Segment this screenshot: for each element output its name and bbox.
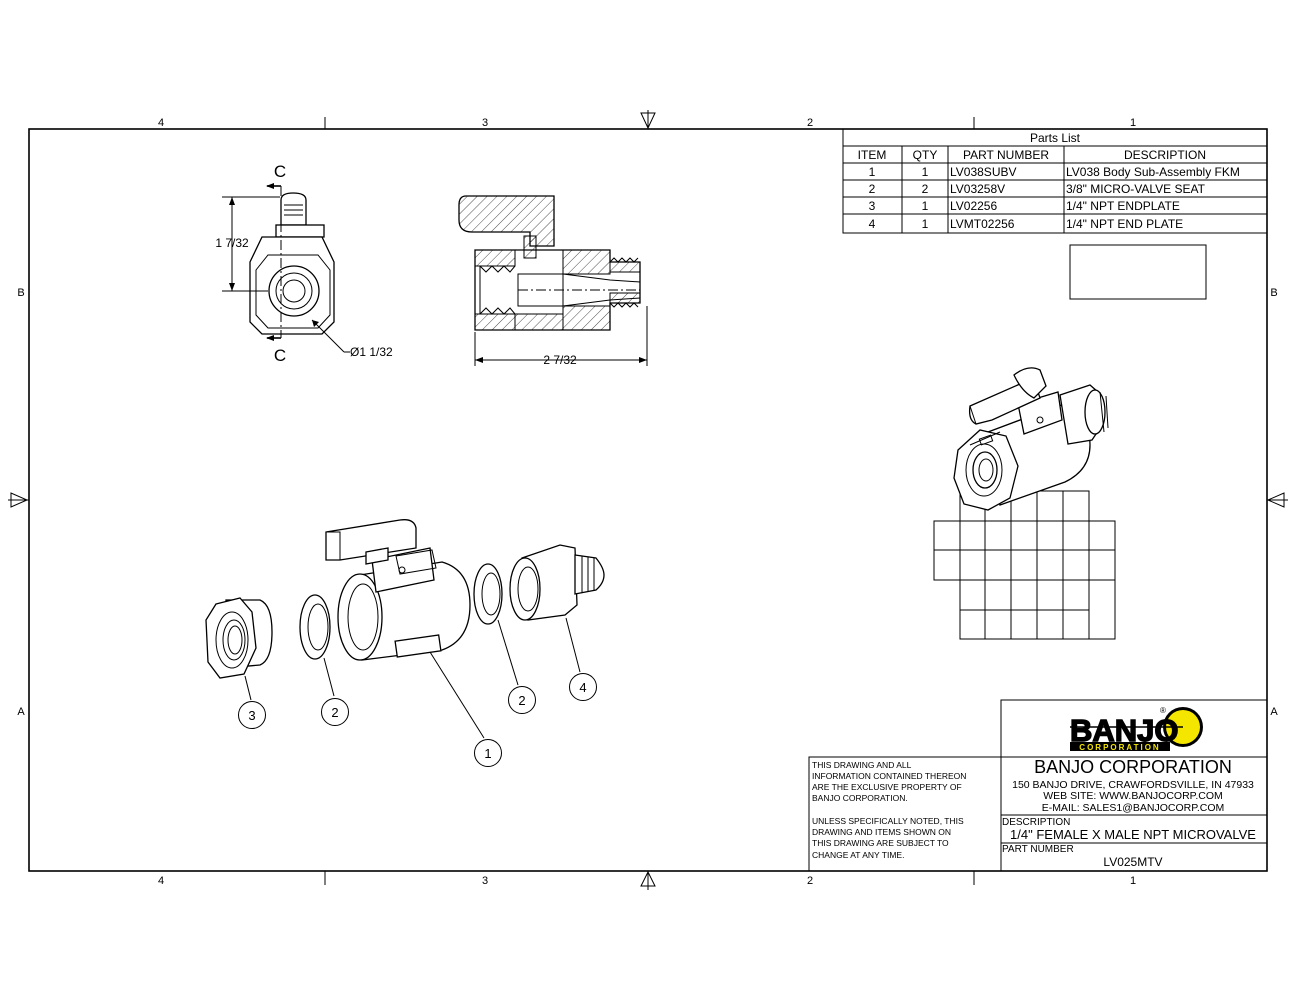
parts-list-header: ITEM bbox=[858, 148, 887, 162]
parts-list-header: DESCRIPTION bbox=[1124, 148, 1206, 162]
zone-label-top: 1 bbox=[1130, 117, 1136, 129]
zone-label-bottom: 4 bbox=[158, 875, 164, 887]
zone-label-top: 3 bbox=[482, 117, 488, 129]
parts-list-cell: LV038SUBV bbox=[950, 165, 1017, 179]
balloon bbox=[321, 698, 349, 726]
company-address: 150 BANJO DRIVE, CRAWFORDSVILLE, IN 4793… bbox=[1012, 779, 1254, 791]
parts-list-cell: LV02256 bbox=[950, 199, 997, 213]
row-label-left: A bbox=[17, 706, 25, 718]
banjo-logo bbox=[1070, 707, 1203, 751]
notice-line: THIS DRAWING AND ALL bbox=[812, 760, 912, 770]
valve-seat-right bbox=[473, 563, 503, 625]
section-label-bottom: C bbox=[274, 346, 286, 365]
zone-label-top: 4 bbox=[158, 117, 164, 129]
isometric-grid bbox=[933, 490, 1116, 640]
center-mark-right bbox=[1266, 492, 1288, 508]
balloon-number: 3 bbox=[248, 708, 255, 723]
parts-list-cell: LV03258V bbox=[950, 182, 1005, 196]
hex-endplate bbox=[205, 597, 273, 679]
parts-list-cell: 1 bbox=[922, 199, 929, 213]
parts-list-cell: 4 bbox=[869, 217, 876, 231]
length-dimension: 2 7/32 bbox=[543, 353, 577, 367]
diameter-dimension: Ø1 1/32 bbox=[350, 345, 393, 359]
company-name: BANJO CORPORATION bbox=[1034, 757, 1232, 777]
zone-label-bottom: 3 bbox=[482, 875, 488, 887]
valve-body bbox=[325, 519, 471, 661]
center-mark-left bbox=[8, 492, 29, 508]
zone-label-bottom: 2 bbox=[807, 875, 813, 887]
parts-list-cell: 1/4" NPT END PLATE bbox=[1066, 217, 1183, 231]
balloon bbox=[508, 686, 536, 714]
valve-seat-left bbox=[299, 594, 331, 660]
logo-registered: ® bbox=[1160, 706, 1166, 715]
parts-list-cell: LV038 Body Sub-Assembly FKM bbox=[1066, 165, 1240, 179]
parts-list-cell: 1 bbox=[922, 165, 929, 179]
zone-label-bottom: 1 bbox=[1130, 875, 1136, 887]
company-website: WEB SITE: WWW.BANJOCORP.COM bbox=[1043, 790, 1222, 802]
npt-end-plate bbox=[509, 544, 605, 621]
parts-list-cell: 1 bbox=[922, 217, 929, 231]
company-email: E-MAIL: SALES1@BANJOCORP.COM bbox=[1042, 802, 1225, 814]
row-label-left: B bbox=[17, 287, 24, 299]
section-view bbox=[458, 195, 648, 366]
parts-list-cell: 2 bbox=[869, 182, 876, 196]
front-view bbox=[222, 183, 350, 353]
notice-line: ARE THE EXCLUSIVE PROPERTY OF bbox=[812, 782, 962, 792]
parts-list-table bbox=[842, 128, 1268, 234]
center-mark-top bbox=[640, 110, 656, 130]
parts-list-header: QTY bbox=[913, 148, 938, 162]
row-label-right: A bbox=[1270, 706, 1278, 718]
logo-text: BANJO bbox=[1070, 713, 1179, 748]
parts-list-cell: 1/4" NPT ENDPLATE bbox=[1066, 199, 1180, 213]
notice-line: BANJO CORPORATION. bbox=[812, 793, 908, 803]
balloon-number: 1 bbox=[484, 746, 491, 761]
description-value: 1/4" FEMALE X MALE NPT MICROVALVE bbox=[1010, 827, 1256, 842]
balloon bbox=[238, 701, 266, 729]
part-number-value: LV025MTV bbox=[1103, 855, 1162, 869]
center-mark-bottom bbox=[640, 870, 656, 890]
zone-label-top: 2 bbox=[807, 117, 813, 129]
notice-line: CHANGE AT ANY TIME. bbox=[812, 850, 904, 860]
parts-list-title: Parts List bbox=[1030, 131, 1081, 145]
logo-subtext: CORPORATION bbox=[1079, 743, 1160, 752]
balloon bbox=[569, 673, 597, 701]
height-dimension: 1 7/32 bbox=[215, 236, 249, 250]
notice-line: INFORMATION CONTAINED THEREON bbox=[812, 771, 966, 781]
part-number-label: PART NUMBER bbox=[1002, 844, 1074, 855]
balloon-number: 2 bbox=[518, 693, 525, 708]
exploded-view bbox=[205, 519, 605, 739]
title-block bbox=[808, 699, 1268, 872]
empty-note-box bbox=[1069, 244, 1207, 300]
section-label-top: C bbox=[274, 162, 286, 181]
parts-list-cell: 1 bbox=[869, 165, 876, 179]
parts-list-cell: 3/8" MICRO-VALVE SEAT bbox=[1066, 182, 1206, 196]
balloon bbox=[474, 739, 502, 767]
balloon-number: 4 bbox=[579, 680, 586, 695]
notice-line: DRAWING AND ITEMS SHOWN ON bbox=[812, 827, 951, 837]
parts-list-cell: 3 bbox=[869, 199, 876, 213]
row-label-right: B bbox=[1270, 287, 1277, 299]
parts-list-cell: LVMT02256 bbox=[950, 217, 1015, 231]
parts-list-header: PART NUMBER bbox=[963, 148, 1049, 162]
balloon-number: 2 bbox=[331, 705, 338, 720]
notice-line: UNLESS SPECIFICALLY NOTED, THIS bbox=[812, 816, 964, 826]
notice-line: THIS DRAWING ARE SUBJECT TO bbox=[812, 838, 949, 848]
isometric-view bbox=[933, 367, 1116, 640]
description-label: DESCRIPTION bbox=[1002, 817, 1070, 828]
parts-list-cell: 2 bbox=[922, 182, 929, 196]
